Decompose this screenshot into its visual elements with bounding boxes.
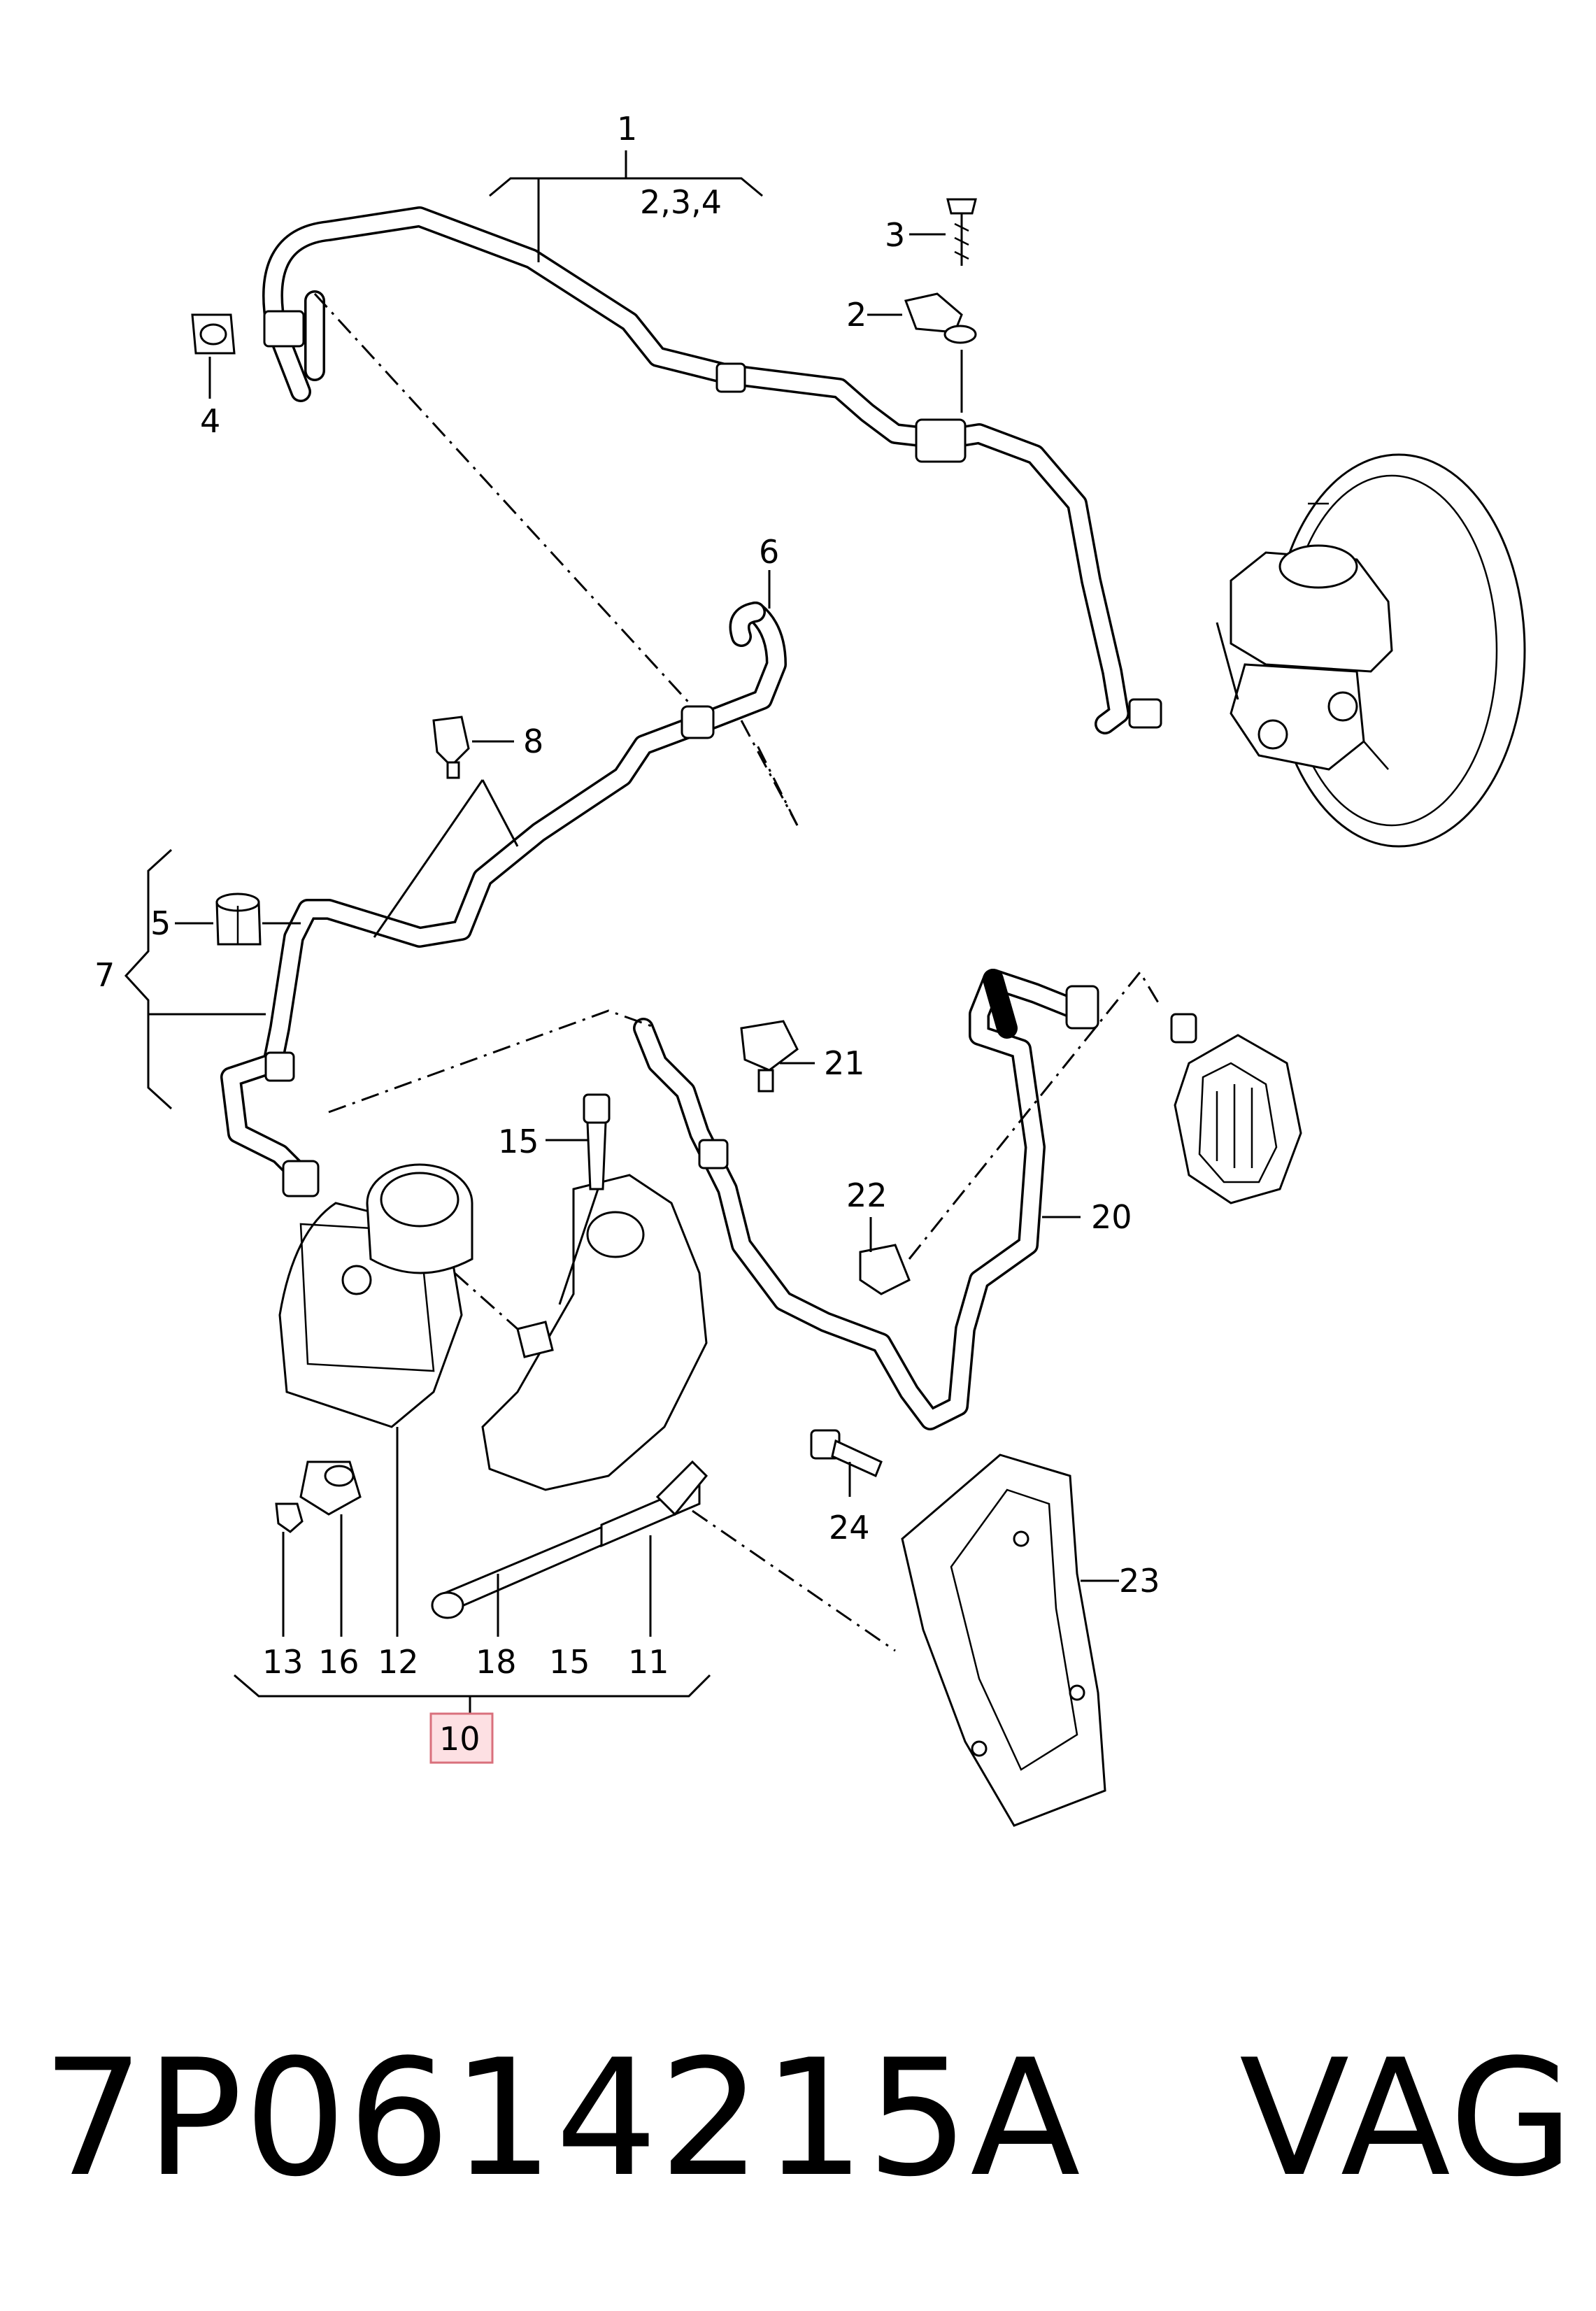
callout-leaders: [124, 150, 1119, 1714]
clip-part-8: [432, 716, 470, 779]
callout-21: 21: [824, 1044, 865, 1082]
footer-caption: 7P0614215A VAG: [42, 2014, 1574, 2224]
screw-part-3: [946, 198, 977, 413]
vacuum-pump: [275, 1163, 473, 1533]
vacuum-line-upper: [262, 206, 1162, 734]
callout-4: 4: [200, 402, 220, 440]
callout-20: 20: [1091, 1198, 1132, 1236]
bolt-part-15: [583, 1093, 611, 1190]
bolt-part-18: [431, 1460, 708, 1619]
callout-2: 2: [846, 296, 867, 334]
callout-16: 16: [318, 1643, 359, 1681]
clip-part-21: [740, 1020, 799, 1093]
callout-1: 1: [617, 110, 637, 148]
bracket-part-23: [901, 1453, 1106, 1827]
callout-11: 11: [628, 1643, 669, 1681]
bolt-part-24: [810, 1429, 883, 1478]
callout-7: 7: [94, 956, 115, 994]
callout-24: 24: [829, 1509, 870, 1546]
clip-part-22: [859, 1244, 911, 1295]
callout-1-sub: 2,3,4: [640, 183, 722, 221]
callout-10-highlight: [429, 1712, 494, 1764]
vacuum-line-middle: [220, 602, 787, 1197]
callout-22: 22: [846, 1176, 888, 1214]
clip-part-4: [191, 313, 236, 355]
callout-15-upper: 15: [498, 1123, 539, 1160]
callout-13: 13: [262, 1643, 304, 1681]
callout-labels: 1 2,3,4 2 3 4 5 6 7 8 10 13 16 12 18 15 …: [94, 110, 1160, 1764]
callout-18: 18: [476, 1643, 517, 1681]
callout-10: 10: [439, 1720, 480, 1758]
grommet-part-5: [215, 893, 262, 946]
callout-5: 5: [150, 904, 171, 942]
dashed-leaders: [313, 292, 1162, 1652]
part-number: 7P0614215A: [42, 2026, 1082, 2212]
vacuum-pump-right: [1170, 1013, 1302, 1204]
bracket-part-11: [481, 1174, 708, 1491]
callout-3: 3: [885, 216, 905, 254]
vacuum-line-lower: [633, 969, 1099, 1430]
brand-name: VAG: [1239, 2026, 1576, 2212]
callout-23: 23: [1119, 1562, 1160, 1600]
holder-part-2: [904, 292, 977, 344]
callout-12: 12: [378, 1643, 419, 1681]
brake-booster: [1216, 453, 1526, 848]
callout-8: 8: [523, 723, 543, 760]
callout-15-lower: 15: [549, 1643, 590, 1681]
callout-6: 6: [759, 533, 779, 571]
